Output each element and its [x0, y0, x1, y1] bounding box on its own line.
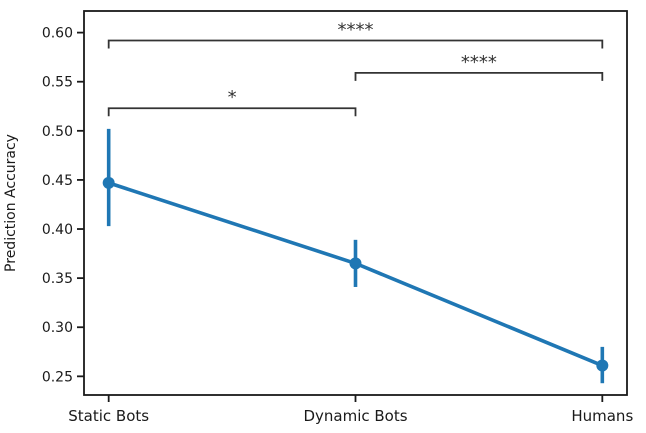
x-tick-label: Humans [571, 407, 633, 425]
y-tick-label: 0.60 [42, 26, 73, 42]
data-point-marker [102, 176, 115, 189]
x-tick-label: Dynamic Bots [303, 407, 407, 425]
significance-bracket [107, 39, 604, 49]
y-tick-label: 0.25 [42, 369, 73, 385]
data-point-marker [349, 257, 362, 270]
significance-bracket [354, 71, 604, 81]
y-axis-label: Prediction Accuracy [3, 134, 19, 272]
significance-bracket [107, 107, 357, 117]
y-tick-label: 0.55 [42, 75, 73, 91]
significance-label: **** [338, 19, 374, 40]
x-tick-label: Static Bots [68, 407, 149, 425]
significance-label: * [228, 87, 237, 108]
y-tick-label: 0.40 [42, 222, 73, 238]
significance-label: **** [461, 52, 497, 73]
data-point-marker [596, 359, 609, 372]
y-tick-label: 0.35 [42, 271, 73, 287]
y-tick-label: 0.30 [42, 320, 73, 336]
y-tick-label: 0.50 [42, 124, 73, 140]
annotation-layer: ********* [107, 19, 604, 117]
y-tick-label: 0.45 [42, 173, 73, 189]
series-layer [102, 128, 609, 384]
